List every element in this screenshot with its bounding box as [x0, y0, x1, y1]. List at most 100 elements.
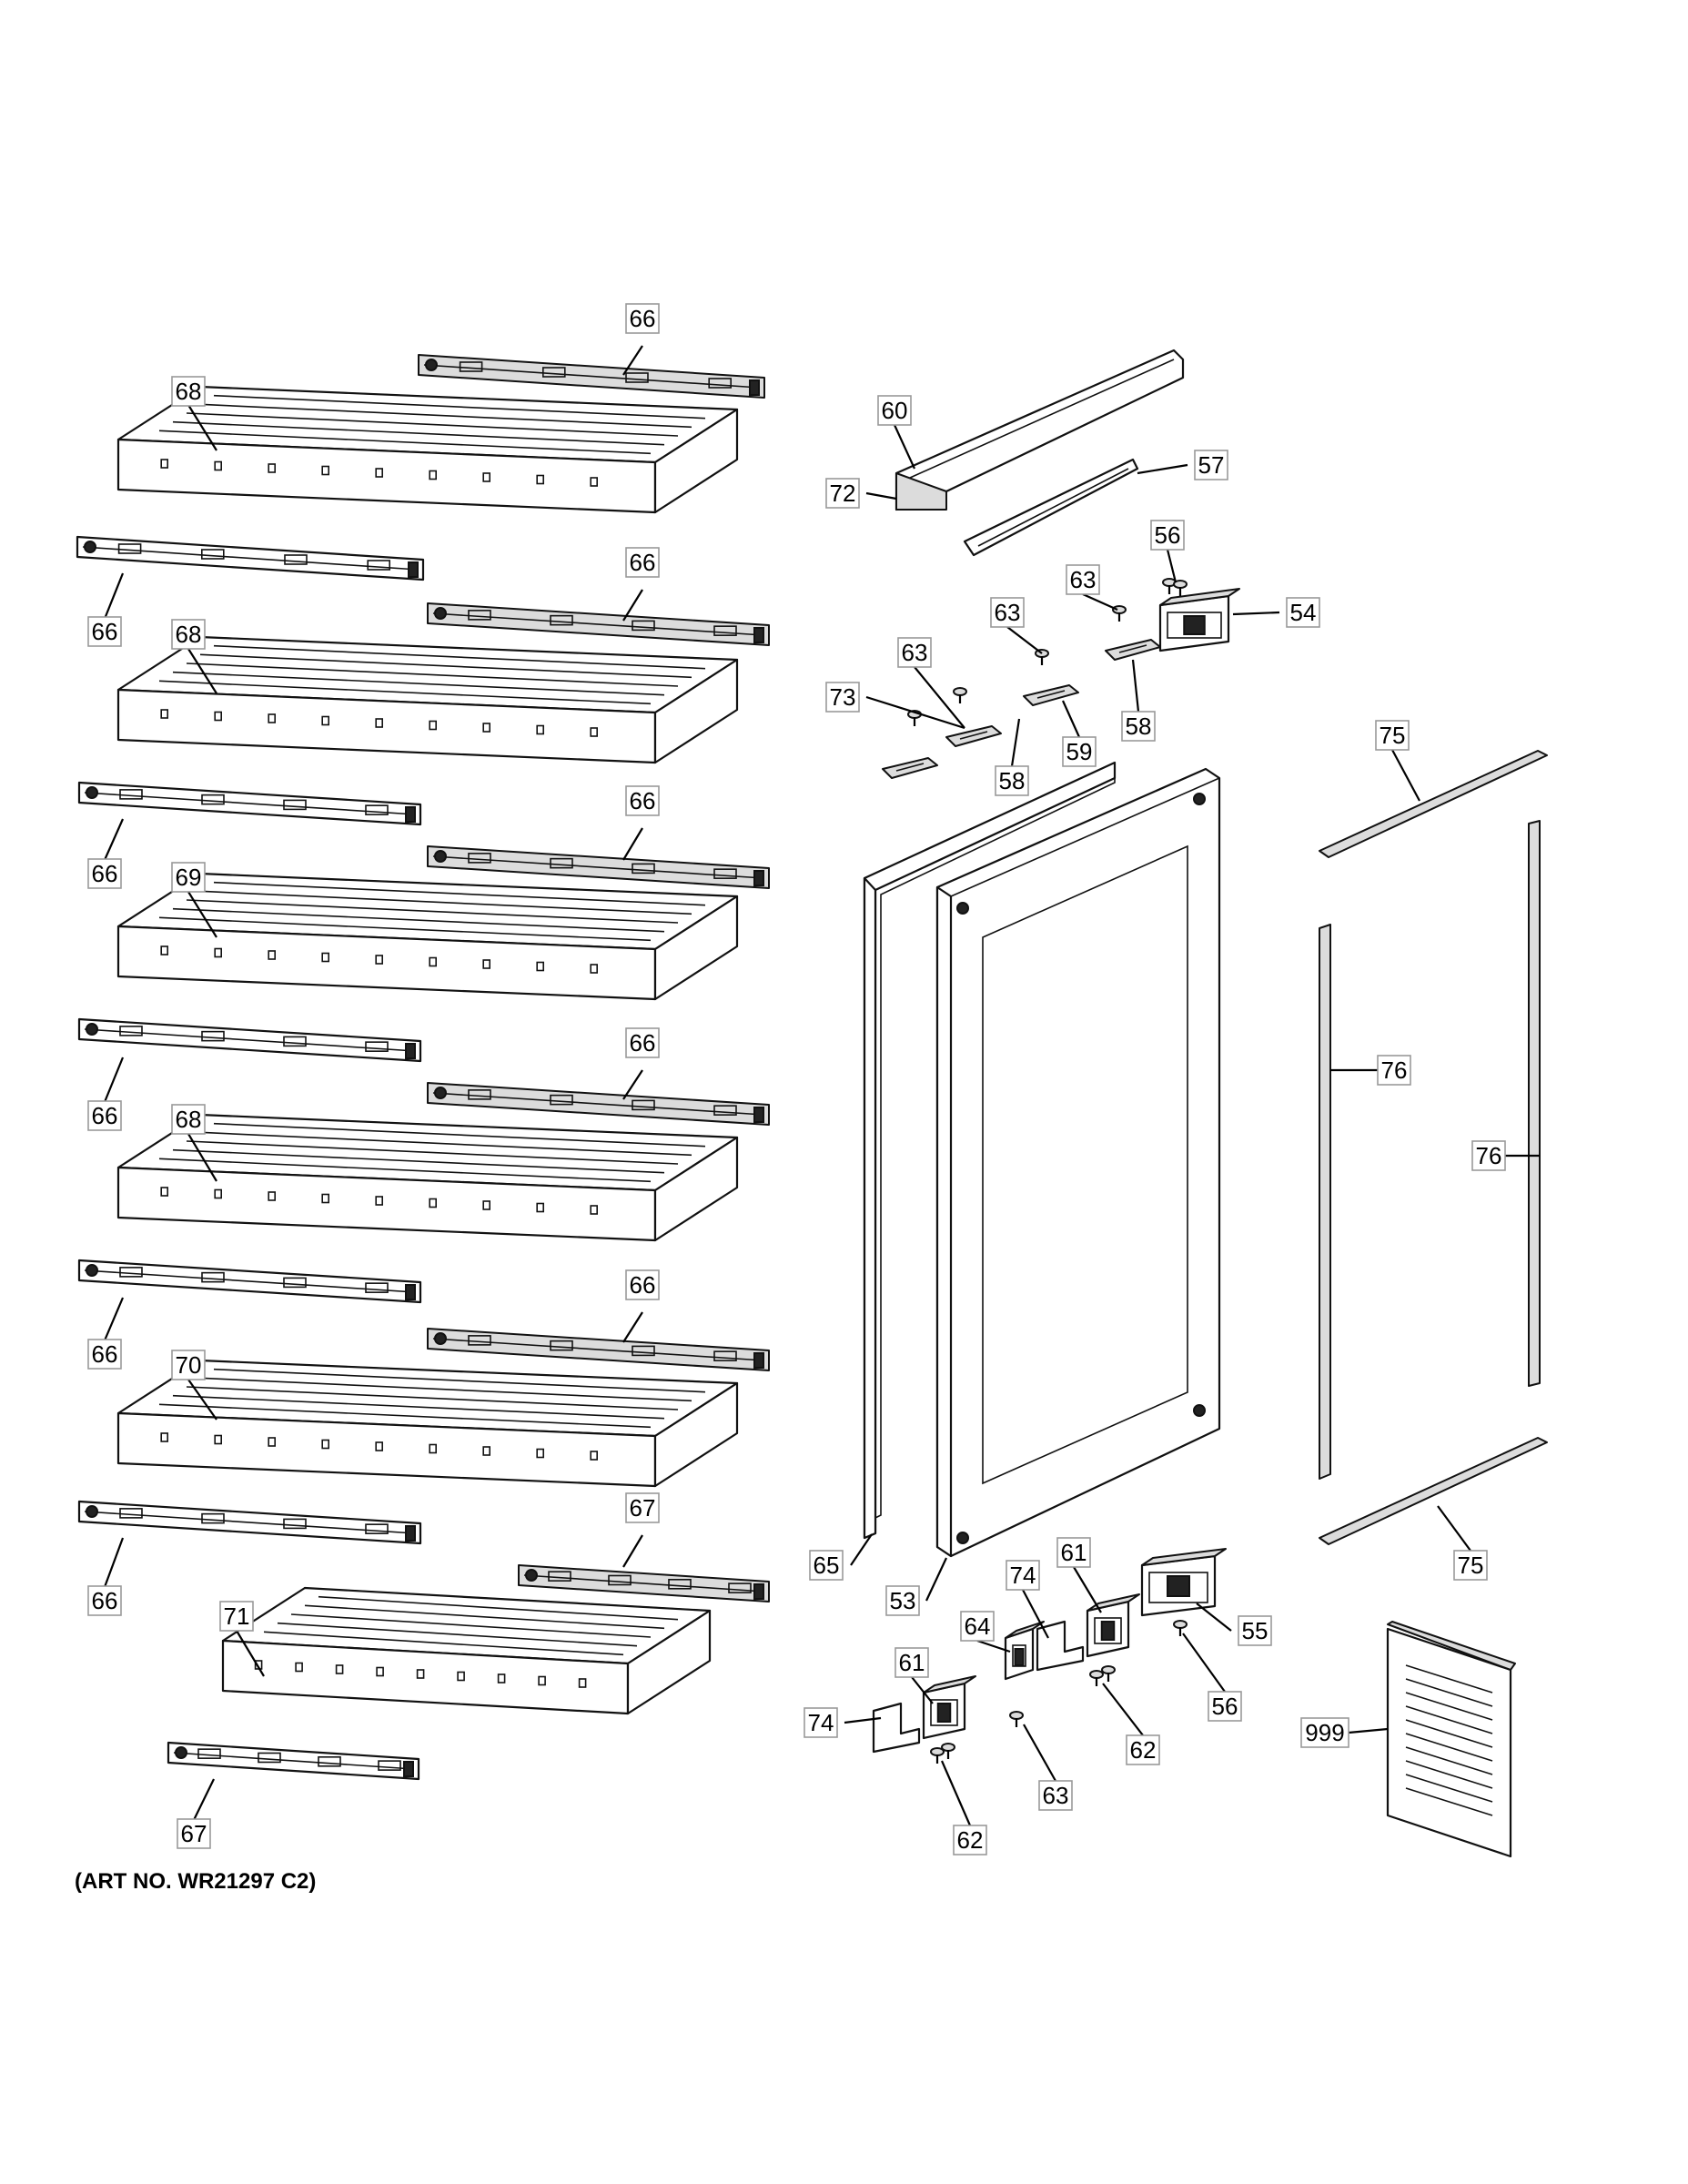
callout-label-66: 66: [92, 1587, 118, 1614]
callout-label-56: 56: [1212, 1693, 1238, 1720]
callout-75: 75: [1375, 720, 1410, 751]
callout-58: 58: [1121, 711, 1156, 742]
callout-box-75: [1453, 1550, 1488, 1581]
callout-66: 66: [625, 785, 660, 816]
callout-box-66: [87, 1339, 122, 1370]
hinge-block-61-left: [922, 1675, 976, 1740]
callout-leader-66: [622, 1311, 643, 1343]
callout-leader-59: [1061, 700, 1081, 738]
callout-55: 55: [1238, 1615, 1272, 1646]
callout-leader-63: [1023, 1724, 1056, 1782]
callout-leader-73: [865, 695, 965, 730]
part-drawings: [76, 349, 1548, 1858]
drawer-basket-1: [116, 385, 739, 514]
callout-leader-65: [850, 1533, 873, 1566]
callout-66: 66: [87, 616, 122, 647]
screw-63-e: [1009, 1711, 1024, 1727]
callout-leader-67: [622, 1534, 643, 1568]
callout-box-66: [625, 1269, 660, 1300]
callout-label-66: 66: [630, 1271, 656, 1299]
shim-58-right: [1105, 639, 1161, 661]
callout-box-63: [1038, 1780, 1073, 1811]
screw-63-b: [1035, 649, 1049, 665]
callout-72: 72: [825, 478, 860, 509]
callout-box-56: [1150, 520, 1185, 551]
slide-rail-front-bottom: [167, 1741, 420, 1781]
callout-label-63: 63: [1070, 566, 1097, 593]
callout-box-76: [1377, 1055, 1411, 1086]
callout-label-68: 68: [176, 621, 202, 648]
screw-56b: [1173, 580, 1188, 596]
callout-63: 63: [1038, 1780, 1073, 1811]
callout-leader-66: [622, 827, 643, 861]
callout-73: 73: [825, 682, 860, 713]
callout-leader-58: [1131, 659, 1140, 713]
callout-61: 61: [895, 1647, 929, 1678]
callout-box-57: [1194, 450, 1228, 480]
callout-label-66: 66: [92, 860, 118, 887]
callout-59: 59: [1062, 736, 1097, 767]
callout-leader-68: [187, 404, 217, 451]
screw-62-c: [930, 1747, 945, 1764]
callout-leader-61: [1073, 1566, 1102, 1613]
callout-leader-66: [622, 345, 643, 376]
callout-box-53: [885, 1585, 920, 1616]
callout-63: 63: [1066, 564, 1100, 595]
drawer-basket-5: [116, 1359, 739, 1488]
callout-box-74: [1006, 1560, 1040, 1591]
owner-manual-999: [1386, 1621, 1516, 1858]
callout-66: 66: [87, 1339, 122, 1370]
bracket-74-left: [872, 1702, 921, 1754]
callout-label-69: 69: [176, 864, 202, 891]
callout-66: 66: [87, 858, 122, 889]
callout-label-74: 74: [808, 1709, 834, 1736]
slide-rail-rear-1: [418, 354, 765, 399]
callout-68: 68: [171, 1104, 206, 1135]
callout-label-65: 65: [814, 1552, 840, 1579]
callout-label-66: 66: [630, 1029, 656, 1057]
hinge-bracket: [963, 458, 1139, 557]
callout-leader-56: [1182, 1633, 1226, 1693]
shim-59: [1023, 684, 1079, 706]
callout-box-62: [953, 1825, 987, 1855]
callout-box-54: [1286, 597, 1320, 628]
callout-69: 69: [171, 862, 206, 893]
callout-leader-63: [1006, 626, 1043, 654]
callout-leader-62: [940, 1760, 972, 1826]
callout-label-66: 66: [630, 305, 656, 332]
callout-box-68: [171, 619, 206, 650]
screw-56-c: [1173, 1620, 1188, 1636]
callout-label-74: 74: [1010, 1562, 1036, 1589]
callout-box-68: [171, 376, 206, 407]
callout-label-54: 54: [1290, 599, 1317, 626]
callout-box-70: [171, 1350, 206, 1380]
callout-leader-55: [1196, 1603, 1232, 1632]
hinge-block-61-right: [1086, 1593, 1140, 1658]
callout-leader-66: [103, 1297, 125, 1341]
callout-box-59: [1062, 736, 1097, 767]
callout-label-64: 64: [965, 1613, 991, 1640]
callout-999: 999: [1300, 1717, 1349, 1748]
callout-box-66: [625, 785, 660, 816]
trim-strip-76-right: [1528, 820, 1541, 1387]
callout-label-76: 76: [1476, 1142, 1502, 1169]
callout-leader-66: [103, 1537, 125, 1588]
callout-box-66: [87, 616, 122, 647]
callout-box-75: [1375, 720, 1410, 751]
callout-box-62: [1126, 1734, 1160, 1765]
callout-66: 66: [87, 1100, 122, 1131]
callout-62: 62: [1126, 1734, 1160, 1765]
art-number-note: (ART NO. WR21297 C2): [75, 1869, 317, 1894]
hinge-block-lower: [1140, 1548, 1227, 1617]
callout-label-57: 57: [1198, 451, 1225, 479]
callout-label-55: 55: [1242, 1617, 1269, 1644]
callout-box-64: [960, 1611, 995, 1642]
callout-leader-57: [1137, 463, 1188, 475]
top-trim-bar: [895, 349, 1185, 511]
callout-65: 65: [809, 1550, 844, 1581]
callout-leader-60: [894, 424, 915, 470]
drawer-basket-2: [116, 635, 739, 764]
callout-66: 66: [625, 1027, 660, 1058]
callout-label-76: 76: [1381, 1057, 1408, 1084]
callout-label-67: 67: [630, 1494, 656, 1522]
